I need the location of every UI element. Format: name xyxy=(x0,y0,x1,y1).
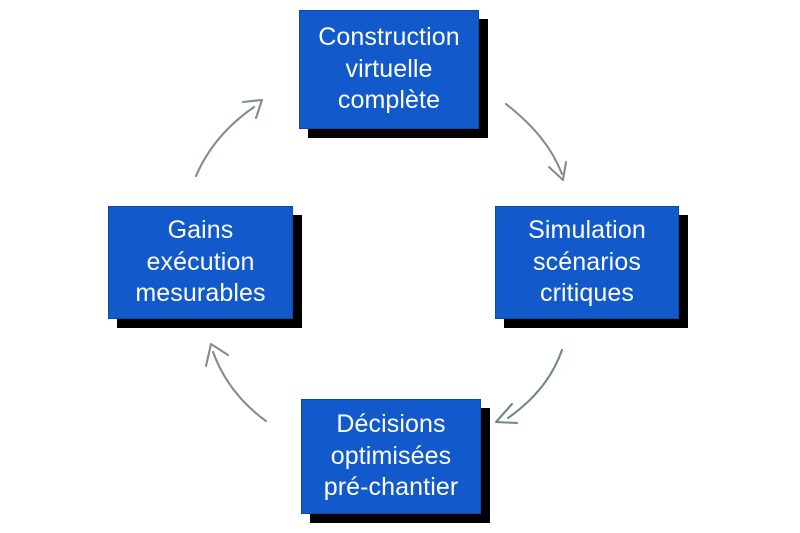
cycle-node-gains-execution-mesurables[interactable]: Gains exécution mesurables xyxy=(108,206,293,319)
cycle-node-construction-virtuelle-complete[interactable]: Construction virtuelle complète xyxy=(299,10,479,129)
arrow-bottom-to-left xyxy=(211,350,268,423)
arrow-top-to-right xyxy=(504,102,564,176)
arrow-left-to-top-head xyxy=(241,98,264,120)
arrow-bottom-to-left-head xyxy=(204,342,230,368)
cycle-node-simulation-scenarios-critiques[interactable]: Simulation scénarios critiques xyxy=(495,206,679,319)
arrow-left-to-top xyxy=(194,105,256,178)
arrow-right-to-bottom xyxy=(506,348,564,420)
arrow-right-to-bottom-head xyxy=(494,402,519,425)
arrow-top-to-right-head xyxy=(547,160,568,182)
cycle-node-decisions-optimisees-pre-chantier[interactable]: Décisions optimisées pré-chantier xyxy=(301,399,481,514)
